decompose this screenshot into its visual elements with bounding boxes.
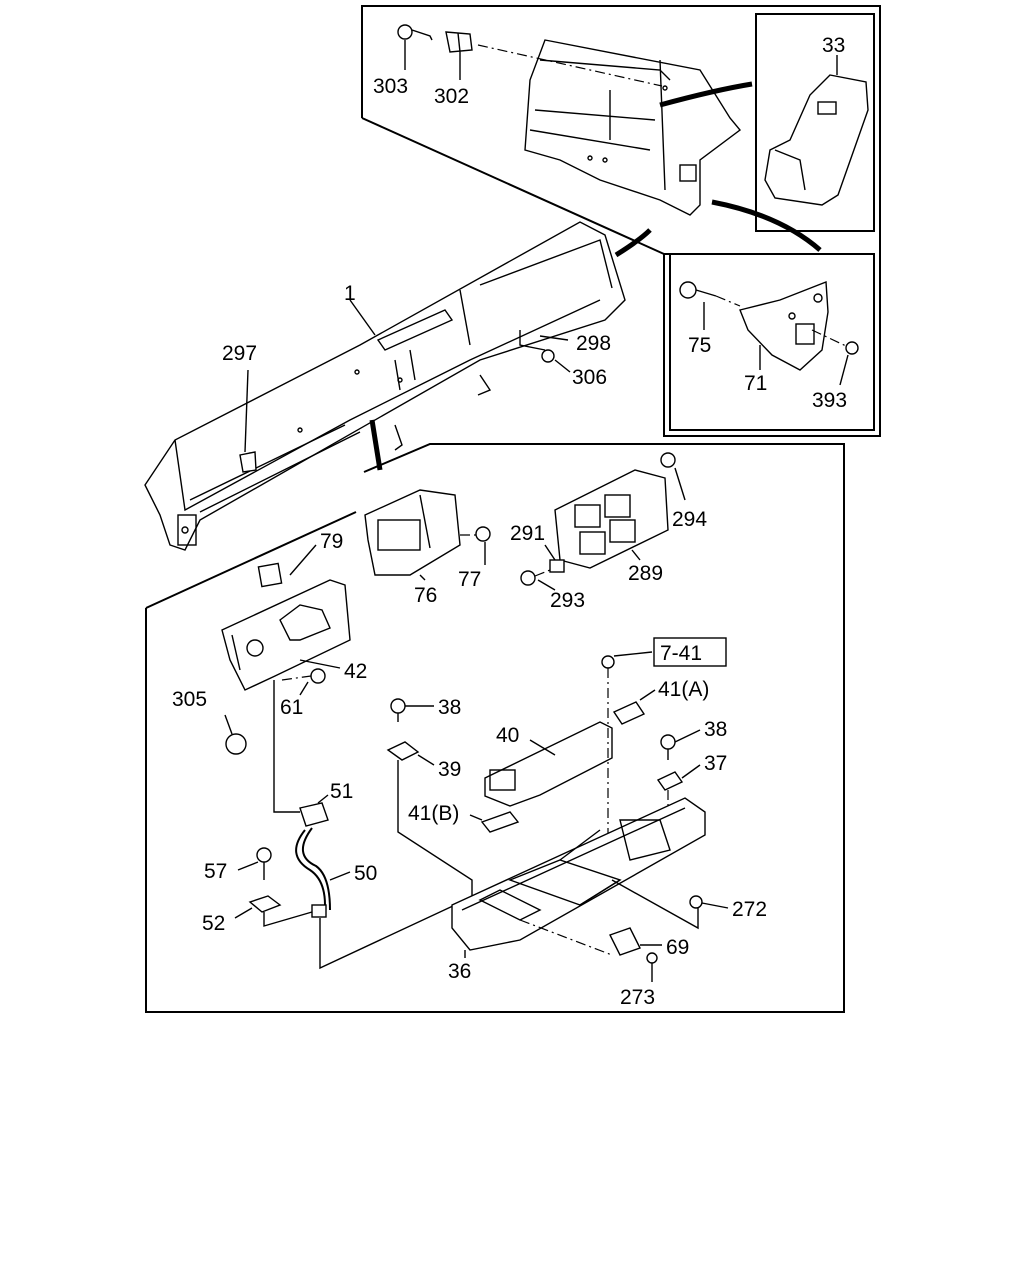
callout-52: 52	[202, 912, 225, 935]
callout-61: 61	[280, 696, 303, 719]
callout-33: 33	[822, 34, 845, 57]
callout-69: 69	[666, 936, 689, 959]
callout-39: 39	[438, 758, 461, 781]
lower-frame	[145, 443, 845, 1013]
inset-frame-top	[361, 5, 881, 437]
bracket-71	[739, 280, 829, 371]
callout-41a: 41(A)	[658, 678, 709, 701]
leader-lines	[224, 40, 849, 982]
callout-50: 50	[354, 862, 377, 885]
callout-71: 71	[744, 372, 767, 395]
pad-41a	[612, 701, 646, 725]
callout-302: 302	[434, 85, 469, 108]
fastener-306	[541, 349, 555, 363]
callout-289: 289	[628, 562, 663, 585]
bezel-42	[221, 579, 351, 691]
bracket-39	[386, 741, 420, 761]
screw-38-right	[660, 734, 676, 760]
side-panel-illustration	[477, 39, 822, 252]
callout-272: 272	[732, 898, 767, 921]
callout-298: 298	[576, 332, 611, 355]
callout-40: 40	[496, 724, 519, 747]
callout-37: 37	[704, 752, 727, 775]
callout-293: 293	[550, 589, 585, 612]
callout-297: 297	[222, 342, 257, 365]
callout-38-right: 38	[704, 718, 727, 741]
callout-36: 36	[448, 960, 471, 983]
screw-303	[397, 24, 433, 41]
part-33-cover	[764, 74, 869, 206]
washer-273	[646, 952, 658, 964]
duct-40	[484, 721, 613, 807]
callout-38-left: 38	[438, 696, 461, 719]
callout-51: 51	[330, 780, 353, 803]
vent-289	[554, 469, 669, 569]
callout-7-41: 7-41	[660, 642, 702, 665]
callout-57: 57	[204, 860, 227, 883]
clip-302	[445, 31, 473, 53]
nut-272	[689, 895, 703, 909]
screw-61	[281, 668, 326, 684]
callout-77: 77	[458, 568, 481, 591]
screw-77	[460, 526, 491, 542]
bezel-76	[364, 489, 461, 576]
reference-box-7-41	[653, 637, 727, 667]
button-305	[225, 733, 247, 755]
screw-294	[660, 452, 676, 468]
wire-50	[295, 827, 331, 918]
bracket-37	[656, 771, 684, 791]
callout-291: 291	[510, 522, 545, 545]
callout-393: 393	[812, 389, 847, 412]
screw-7-41	[601, 655, 615, 860]
callout-305: 305	[172, 688, 207, 711]
bracket-52	[248, 895, 282, 913]
clip-51	[299, 802, 329, 827]
pad-41b	[480, 811, 520, 833]
switch-69	[609, 927, 641, 956]
callout-79: 79	[320, 530, 343, 553]
callout-1: 1	[344, 282, 356, 305]
pad-79	[257, 562, 283, 588]
part-291	[549, 559, 565, 573]
screw-38-left	[390, 698, 406, 722]
instrument-panel-1	[144, 221, 652, 551]
screw-57	[256, 847, 272, 880]
callout-303: 303	[373, 75, 408, 98]
screw-393	[811, 329, 859, 355]
clip-297	[239, 451, 257, 473]
callout-42: 42	[344, 660, 367, 683]
tray-36	[451, 797, 706, 951]
callout-41b: 41(B)	[408, 802, 459, 825]
callout-294: 294	[672, 508, 707, 531]
screw-293	[520, 569, 551, 586]
callout-75: 75	[688, 334, 711, 357]
callout-273: 273	[620, 986, 655, 1009]
callout-306: 306	[572, 366, 607, 389]
callout-76: 76	[414, 584, 437, 607]
screw-75	[679, 281, 741, 307]
